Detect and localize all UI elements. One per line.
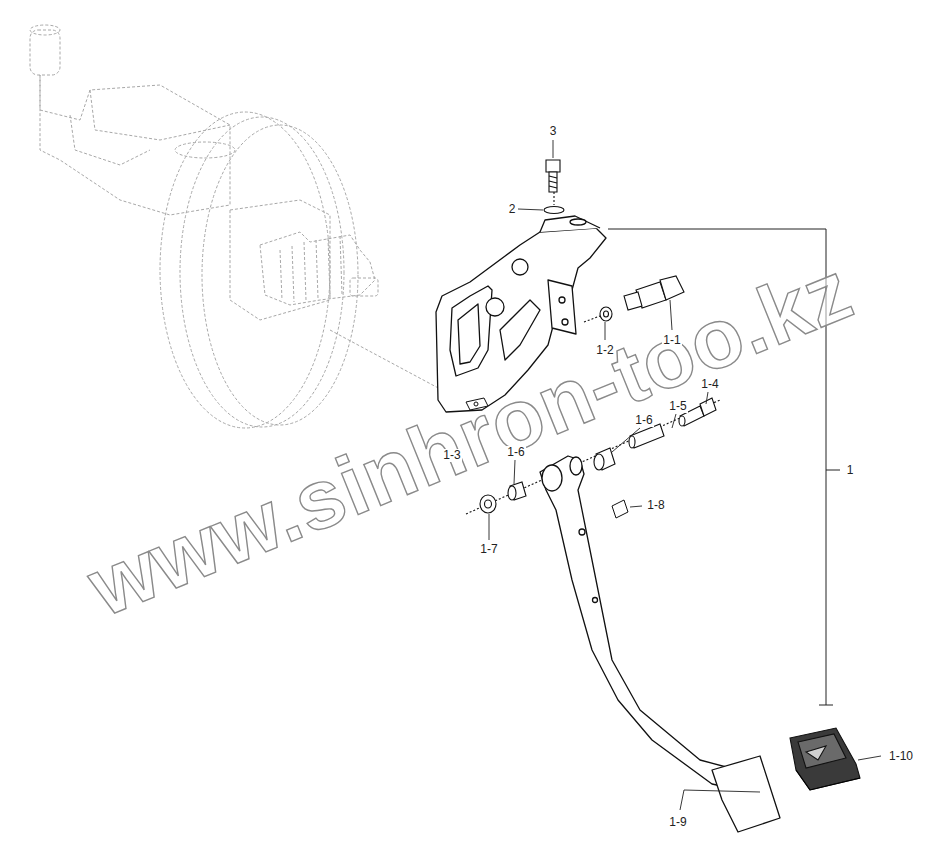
leader-lines [489,140,881,810]
pedal-clip [612,500,628,518]
callout-number: 1-3 [442,449,461,462]
callout-number: 1-6 [506,446,525,459]
callout-number: 1-9 [668,816,687,829]
callout-number: 1-7 [479,543,498,556]
bolt-and-washer [544,160,564,214]
callout-number: 2 [508,203,517,216]
callout-number: 1-5 [668,400,687,413]
brake-booster [30,25,470,428]
callout-number: 1-10 [888,750,914,763]
callout-number: 1-8 [646,499,665,512]
callout-number: 3 [549,125,558,138]
watermark-text: www.sinhron-too.kz [75,241,865,635]
callout-number: 1-2 [595,344,614,357]
pedal-pad [790,728,860,790]
callout-number: 1-1 [662,334,681,347]
callout-number: 1-6 [634,414,653,427]
callout-number: 1 [846,464,855,477]
pedal-arm [540,456,780,832]
callout-number: 1-4 [700,378,719,391]
